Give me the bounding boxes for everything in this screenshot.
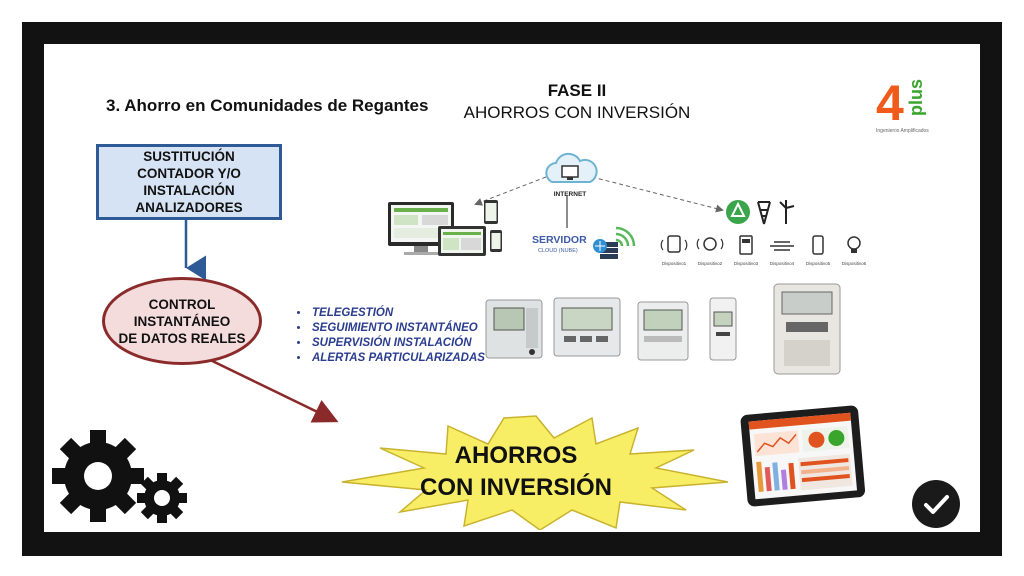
cloud-to-computers-line — [474, 176, 547, 206]
sensor-icon — [696, 237, 724, 251]
svg-text:plus: plus — [906, 79, 926, 116]
device-label: Dispositivo6 — [841, 261, 867, 266]
phase-title-line1: FASE II — [547, 81, 607, 100]
device-label: Dispositivo3 — [733, 261, 759, 266]
replacement-line1: SUSTITUCIÓN — [143, 149, 235, 164]
device-6: Dispositivo6 — [836, 234, 872, 266]
replacement-box: SUSTITUCIÓN CONTADOR Y/O INSTALACIÓN ANA… — [96, 144, 282, 220]
phase-title: FASE II AHORROS CON INVERSIÓN — [444, 80, 710, 124]
savings-burst — [341, 415, 729, 530]
internet-label: INTERNET — [554, 191, 587, 198]
device-row: Dispositivo1 Dispositivo2 Dispositivo3 D… — [656, 234, 876, 274]
device-label: Dispositivo5 — [805, 261, 831, 266]
control-line3: DE DATOS REALES — [118, 330, 246, 346]
connector-lines — [184, 176, 724, 423]
flow-icon — [770, 241, 794, 251]
feature-item: TELEGESTIÓN — [310, 306, 485, 321]
control-ellipse: CONTROL INSTANTÁNEO DE DATOS REALES — [102, 277, 262, 365]
server-label: SERVIDOR — [532, 234, 587, 246]
analyzer-4 — [709, 297, 737, 361]
control-line1: CONTROL — [148, 296, 216, 312]
device-label: Dispositivo2 — [697, 261, 723, 266]
device-2: Dispositivo2 — [692, 234, 728, 266]
phone-icon — [812, 235, 824, 255]
device-label: Dispositivo1 — [661, 261, 687, 266]
gears-icon — [52, 430, 187, 523]
burst-line2: CON INVERSIÓN — [419, 474, 613, 501]
replacement-line4: ANALIZADORES — [135, 200, 243, 215]
replacement-line3: INSTALACIÓN — [143, 183, 235, 198]
energy-icon — [726, 200, 795, 225]
device-5: Dispositivo5 — [800, 234, 836, 266]
analyzer-1 — [485, 299, 543, 359]
svg-text:4: 4 — [876, 75, 904, 131]
ellipse-to-burst-arrow — [201, 354, 339, 423]
section-title: 3. Ahorro en Comunidades de Regantes — [106, 96, 429, 115]
device-label: Dispositivo4 — [769, 261, 795, 266]
meter-icon — [660, 235, 688, 253]
analyzer-2 — [553, 297, 621, 357]
cloud-icon: INTERNET — [545, 152, 598, 198]
slide: 3. Ahorro en Comunidades de Regantes FAS… — [44, 44, 980, 532]
feature-list: TELEGESTIÓN SEGUIMIENTO INSTANTÁNEO SUPE… — [294, 306, 485, 366]
phase-title-line2: AHORROS CON INVERSIÓN — [463, 103, 691, 122]
svg-text:Ingenieros Amplificados: Ingenieros Amplificados — [876, 128, 929, 134]
replacement-line2: CONTADOR Y/O — [137, 166, 241, 181]
tablet-dashboard — [740, 405, 866, 507]
feature-item: ALERTAS PARTICULARIZADAS — [310, 351, 485, 366]
burst-line1: AHORROS — [454, 442, 578, 469]
meters-image — [485, 283, 841, 375]
control-line2: INSTANTÁNEO — [133, 313, 231, 329]
server-icon — [593, 226, 636, 259]
computers-icon — [388, 200, 502, 256]
lightbulb-icon — [847, 236, 861, 253]
device-3: Dispositivo3 — [728, 234, 764, 266]
server-sublabel: CLOUD (NUBE) — [538, 248, 578, 254]
cloud-to-devices-line — [591, 176, 724, 213]
analyzer-3 — [637, 301, 689, 361]
feature-item: SEGUIMIENTO INSTANTÁNEO — [310, 321, 485, 336]
logo-mark: 4 plus Ingenieros Amplificados — [876, 75, 929, 134]
smart-meter — [773, 283, 841, 375]
device-4: Dispositivo4 — [764, 234, 800, 266]
check-circle-icon — [912, 480, 960, 528]
burst-text: AHORROS CON INVERSIÓN — [396, 440, 636, 504]
feature-item: SUPERVISIÓN INSTALACIÓN — [310, 336, 485, 351]
meter-icon — [739, 235, 753, 255]
device-1: Dispositivo1 — [656, 234, 692, 266]
company-logo: 4 plus Ingenieros Amplificados — [874, 74, 954, 138]
